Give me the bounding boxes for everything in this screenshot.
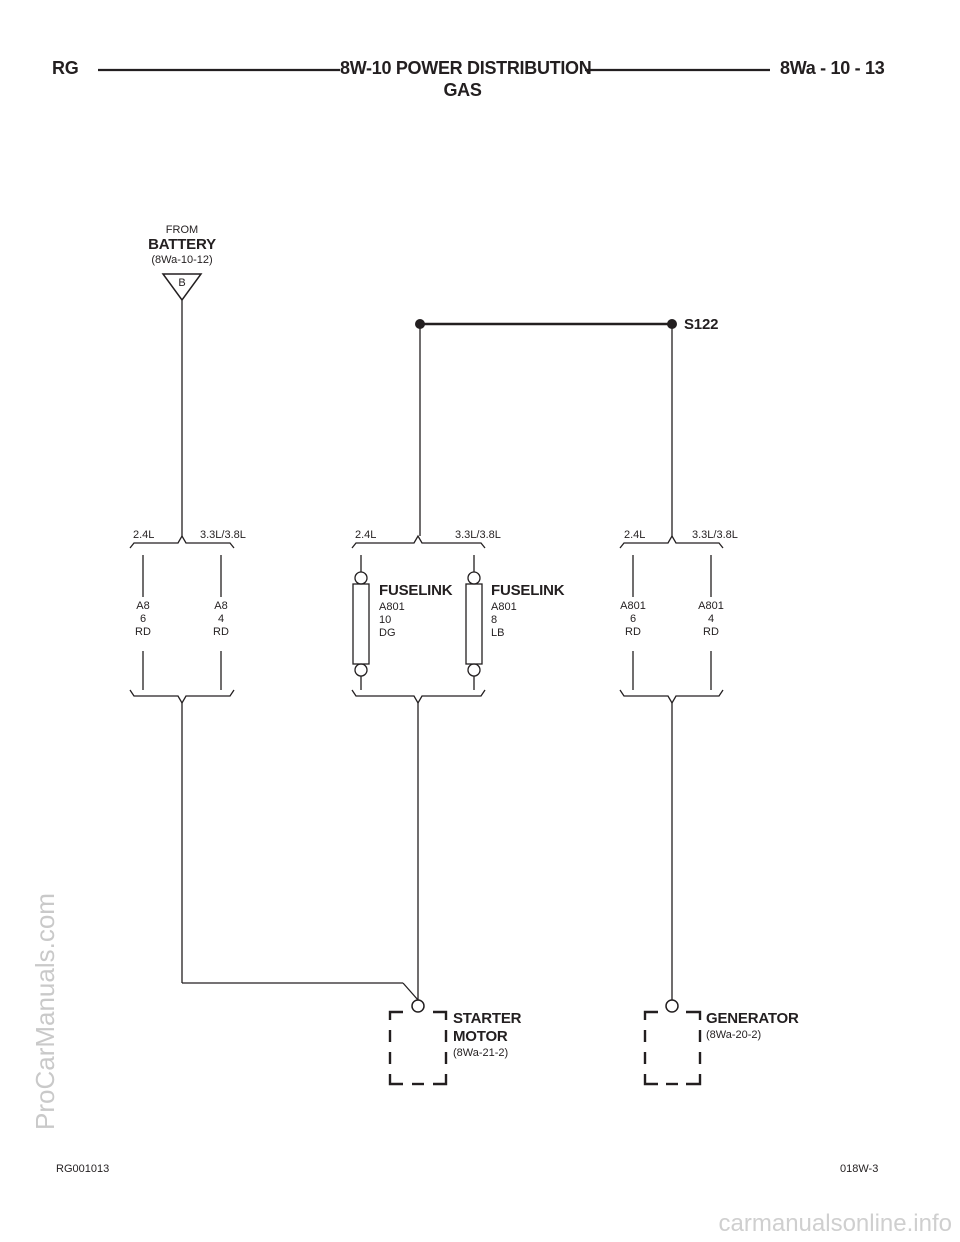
wire-color: RD (135, 626, 151, 638)
bottom-watermark: carmanualsonline.info (718, 1210, 952, 1237)
wire-gauge: 6 (139, 613, 147, 625)
fuselink-1-bottom-terminal (354, 663, 368, 677)
wire-gauge: 6 (629, 613, 637, 625)
battery-name: BATTERY (148, 236, 216, 253)
fuselink-1-label: FUSELINK A801 10 DG (379, 582, 453, 640)
wire-gauge: 10 (379, 614, 392, 626)
fuselink-2-bottom-terminal (467, 663, 481, 677)
page-subtitle: GAS (443, 80, 482, 100)
group-1-bottom-brace (129, 689, 235, 705)
wire-color: RD (703, 626, 719, 638)
group-1-wire-left: A8 6 RD (123, 600, 163, 639)
group-3-bottom-brace (619, 689, 724, 705)
group-2-wiring (351, 534, 486, 1000)
footer-left-code: RG001013 (56, 1163, 110, 1175)
starter-motor-name-line1: STARTER (453, 1010, 522, 1027)
fuselink-1-body (352, 583, 370, 665)
group-1-engine-right: 3.3L/3.8L (200, 529, 246, 541)
page-number: 8Wa - 10 - 13 (780, 58, 885, 78)
group-2-engine-right: 3.3L/3.8L (455, 529, 501, 541)
wire-gauge: 4 (707, 613, 715, 625)
page-title: 8W-10 POWER DISTRIBUTION (340, 58, 592, 78)
battery-from-label: FROM (165, 224, 199, 236)
wire-color: RD (625, 626, 641, 638)
wire-circuit: A8 (136, 600, 150, 612)
fuselink-type: FUSELINK (491, 582, 565, 599)
wire-color: DG (379, 627, 396, 639)
group-2-bottom-brace (351, 689, 486, 705)
group-2-engine-left: 2.4L (355, 529, 377, 541)
fuselink-2-top-terminal (467, 571, 481, 585)
starter-motor-symbol (388, 999, 448, 1086)
group-3-wire-left: A801 6 RD (611, 600, 655, 639)
group-1-top-brace (129, 534, 235, 549)
wire-gauge: 4 (217, 613, 225, 625)
footer-right-code: 018W-3 (840, 1163, 879, 1175)
group-3-engine-left: 2.4L (624, 529, 646, 541)
wire-circuit: A801 (620, 600, 646, 612)
splice-node-left (415, 319, 425, 329)
wire-color: LB (491, 627, 505, 639)
group-1-wire-right: A8 4 RD (201, 600, 241, 639)
group-1-wiring (129, 534, 419, 1001)
generator-symbol (643, 999, 702, 1086)
battery-connector-label: B (178, 277, 186, 289)
generator-name: GENERATOR (706, 1010, 799, 1027)
fuselink-2-body (465, 583, 483, 665)
starter-motor-ref: (8Wa-21-2) (453, 1047, 509, 1059)
group-3-engine-right: 3.3L/3.8L (692, 529, 738, 541)
side-watermark: ProCarManuals.com (30, 893, 60, 1130)
wire-circuit: A801 (491, 601, 517, 613)
fuselink-1-top-terminal (354, 571, 368, 585)
starter-motor-name-line2: MOTOR (453, 1028, 508, 1045)
wire-gauge: 8 (491, 614, 498, 626)
group-3-top-brace (619, 534, 724, 549)
wire-circuit: A8 (214, 600, 228, 612)
splice-node-right (667, 319, 677, 329)
wire-circuit: A801 (698, 600, 724, 612)
battery-ref: (8Wa-10-12) (151, 254, 213, 266)
battery-connector-triangle (161, 273, 203, 302)
wire-color: RD (213, 626, 229, 638)
group-3-wire-right: A801 4 RD (689, 600, 733, 639)
wire-circuit: A801 (379, 601, 405, 613)
splice-label: S122 (684, 316, 719, 333)
fuselink-type: FUSELINK (379, 582, 453, 599)
fuselink-2-label: FUSELINK A801 8 LB (491, 582, 565, 640)
header-section-code: RG (52, 58, 79, 78)
group-2-top-brace (351, 534, 486, 549)
group-1-engine-left: 2.4L (133, 529, 155, 541)
group-3-wiring (619, 534, 724, 1000)
generator-ref: (8Wa-20-2) (706, 1029, 762, 1041)
